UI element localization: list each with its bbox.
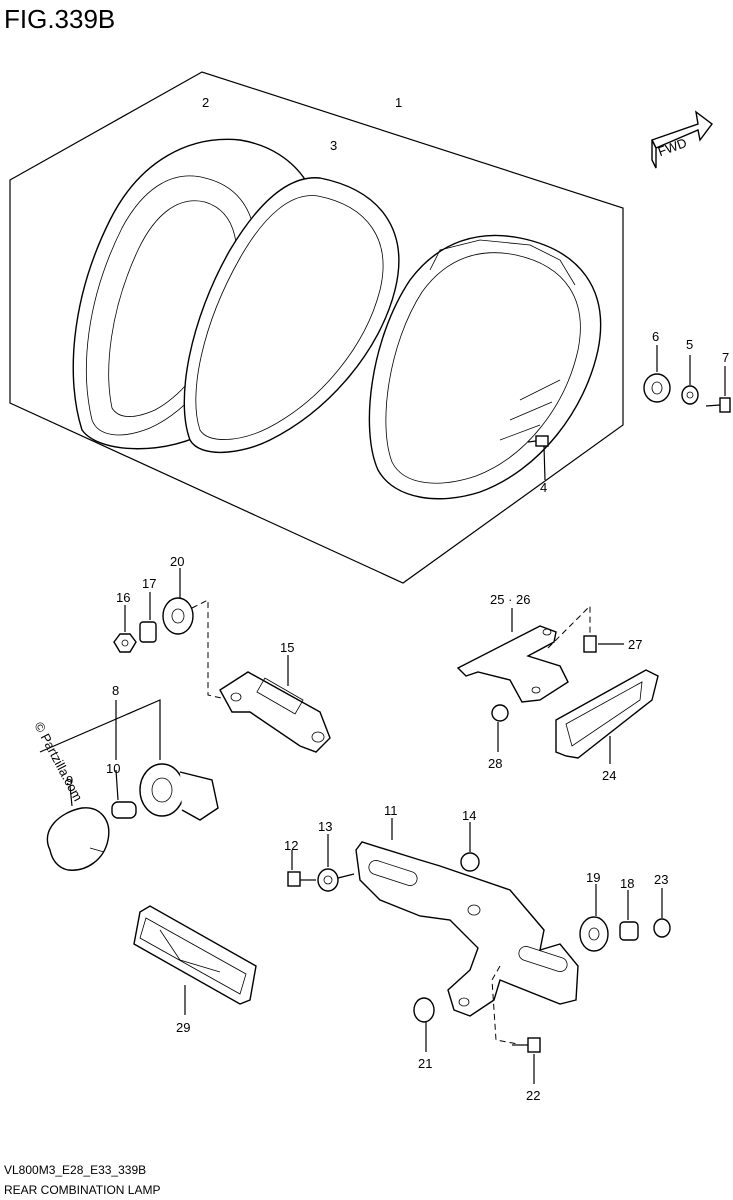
- callout-6: 6: [652, 329, 659, 344]
- figure-title: FIG.339B: [4, 4, 115, 34]
- part-4-screw: [527, 435, 549, 481]
- part-14-nut: [460, 822, 480, 872]
- callout-25-26: 25 · 26: [490, 592, 530, 607]
- part-12-bolt: [287, 850, 316, 887]
- callout-5: 5: [686, 337, 693, 352]
- part-21-grommet: [413, 997, 435, 1052]
- callout-24: 24: [602, 768, 616, 783]
- callout-27: 27: [628, 637, 642, 652]
- part-22-bolt: [512, 1037, 541, 1084]
- callout-12: 12: [284, 838, 298, 853]
- callout-29: 29: [176, 1020, 190, 1035]
- callout-20: 20: [170, 554, 184, 569]
- callout-28: 28: [488, 756, 502, 771]
- part-19-grommet: [579, 884, 609, 952]
- part-13-washer: [317, 834, 355, 892]
- callout-18: 18: [620, 876, 634, 891]
- part-24-reflector: [555, 669, 659, 764]
- callout-22: 22: [526, 1088, 540, 1103]
- lamp-assembly-outline: [9, 71, 624, 584]
- part-7-screw: [705, 366, 731, 413]
- part-29-reflector: [133, 905, 257, 1015]
- callout-9: 9: [66, 773, 73, 788]
- leader-25-to-27: [547, 604, 591, 649]
- part-15-bracket: [219, 655, 331, 753]
- footer-name: REAR COMBINATION LAMP: [4, 1183, 160, 1197]
- fwd-arrow-icon: FWD: [651, 110, 713, 169]
- part-27-bolt: [583, 635, 624, 653]
- leader-8: [39, 699, 161, 760]
- callout-labels: 1 2 3 4 5 6 7 8 9 10 11 12 13 14 15 16 1…: [66, 95, 729, 1103]
- part-25-26-bracket: [456, 608, 569, 703]
- callout-16: 16: [116, 590, 130, 605]
- part-18-collar: [619, 890, 639, 941]
- callout-21: 21: [418, 1056, 432, 1071]
- watermark-text: © Partzilla.com: [31, 719, 85, 803]
- callout-15: 15: [280, 640, 294, 655]
- part-9-lens: [46, 785, 110, 871]
- part-11-license-bracket: [355, 818, 579, 1017]
- callout-8: 8: [112, 683, 119, 698]
- part-8-socket: [139, 763, 219, 821]
- callout-10: 10: [106, 761, 120, 776]
- lamp-base: [368, 234, 602, 500]
- callout-7: 7: [722, 350, 729, 365]
- callout-14: 14: [462, 808, 476, 823]
- callout-3: 3: [330, 138, 337, 153]
- part-5-washer: [681, 355, 699, 405]
- part-28-nut: [491, 704, 509, 752]
- part-16-nut: [113, 605, 137, 653]
- callout-1: 1: [395, 95, 402, 110]
- part-20-grommet: [162, 568, 194, 635]
- callout-23: 23: [654, 872, 668, 887]
- leader-20-to-15: [191, 599, 231, 701]
- callout-2: 2: [202, 95, 209, 110]
- callout-11: 11: [384, 803, 398, 818]
- part-23-nut: [653, 888, 671, 938]
- part-10-bulb: [111, 769, 137, 819]
- part-17-collar: [139, 592, 157, 643]
- callout-19: 19: [586, 870, 600, 885]
- callout-17: 17: [142, 576, 156, 591]
- part-3-gasket: [183, 177, 400, 454]
- callout-4: 4: [540, 480, 547, 495]
- footer-code: VL800M3_E28_E33_339B: [4, 1163, 146, 1177]
- callout-13: 13: [318, 819, 332, 834]
- part-6-grommet: [643, 345, 671, 403]
